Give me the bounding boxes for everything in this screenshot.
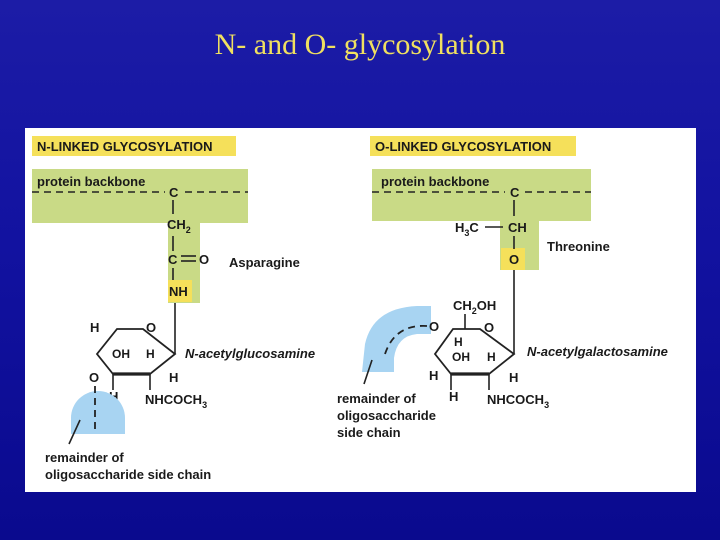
n-sugar-ring bbox=[95, 328, 177, 375]
o-remainder-label-3: side chain bbox=[337, 425, 401, 440]
o-oxygen-highlight bbox=[501, 248, 525, 270]
o-ring-oxygen: O bbox=[484, 320, 494, 335]
o-protein-backbone-region bbox=[372, 169, 591, 270]
glycosylation-figure: N-LINKED GLYCOSYLATION protein backbone … bbox=[25, 128, 696, 492]
n-residue-name: Asparagine bbox=[229, 255, 300, 270]
o-alpha-carbon: C bbox=[510, 185, 520, 200]
o-link-oxygen: O bbox=[509, 252, 519, 267]
n-carbonyl-carbon: C bbox=[168, 252, 178, 267]
o-h3c: H3C bbox=[455, 220, 479, 238]
n-ring-o-left: O bbox=[89, 370, 99, 385]
o-ring-h1: H bbox=[454, 335, 463, 349]
o-oligosaccharide-blob bbox=[362, 306, 431, 372]
n-protein-backbone-region bbox=[32, 169, 248, 303]
o-ring-h2: H bbox=[487, 350, 496, 364]
o-ch: CH bbox=[508, 220, 527, 235]
o-heading: O-LINKED GLYCOSYLATION bbox=[375, 139, 551, 154]
o-remainder-label-1: remainder of bbox=[337, 391, 416, 406]
n-carbonyl-oxygen: O bbox=[199, 252, 209, 267]
glycosylation-diagram: N-LINKED GLYCOSYLATION protein backbone … bbox=[32, 136, 668, 482]
n-remainder-label-2: oligosaccharide side chain bbox=[45, 467, 211, 482]
o-residue-name: Threonine bbox=[547, 239, 610, 254]
n-ring-oxygen: O bbox=[146, 320, 156, 335]
o-sugar-name: N-acetylgalactosamine bbox=[527, 344, 668, 359]
n-backbone-label: protein backbone bbox=[37, 174, 145, 189]
o-ring-h5: H bbox=[449, 389, 458, 404]
n-nh: NH bbox=[169, 284, 188, 299]
n-ch2: CH2 bbox=[167, 217, 191, 235]
n-ring-h1: H bbox=[90, 320, 99, 335]
o-ring-o-left: O bbox=[429, 319, 439, 334]
n-nhcoch3: NHCOCH3 bbox=[145, 392, 207, 410]
o-ring-h3: H bbox=[429, 368, 438, 383]
n-sugar-name: N-acetylglucosamine bbox=[185, 346, 315, 361]
o-nhcoch3: NHCOCH3 bbox=[487, 392, 549, 410]
o-remainder-label-2: oligosaccharide bbox=[337, 408, 436, 423]
n-ring-h3: H bbox=[169, 370, 178, 385]
o-remainder-bond bbox=[384, 325, 428, 355]
o-ring-oh: OH bbox=[452, 350, 470, 364]
n-heading: N-LINKED GLYCOSYLATION bbox=[37, 139, 213, 154]
n-ring-oh: OH bbox=[112, 347, 130, 361]
n-remainder-label-1: remainder of bbox=[45, 450, 124, 465]
n-nh-highlight bbox=[168, 280, 192, 302]
n-oligosaccharide-blob bbox=[71, 391, 125, 434]
o-sugar-ring bbox=[433, 328, 516, 375]
n-alpha-carbon: C bbox=[169, 185, 179, 200]
o-remainder-pointer bbox=[363, 359, 373, 385]
o-heading-box bbox=[370, 136, 576, 156]
n-remainder-pointer bbox=[68, 419, 81, 445]
n-heading-box bbox=[32, 136, 236, 156]
slide-title: N- and O- glycosylation bbox=[214, 28, 506, 61]
o-backbone-label: protein backbone bbox=[381, 174, 489, 189]
o-ch2oh: CH2OH bbox=[453, 298, 496, 316]
n-ring-h2: H bbox=[146, 347, 155, 361]
o-ring-h4: H bbox=[509, 370, 518, 385]
